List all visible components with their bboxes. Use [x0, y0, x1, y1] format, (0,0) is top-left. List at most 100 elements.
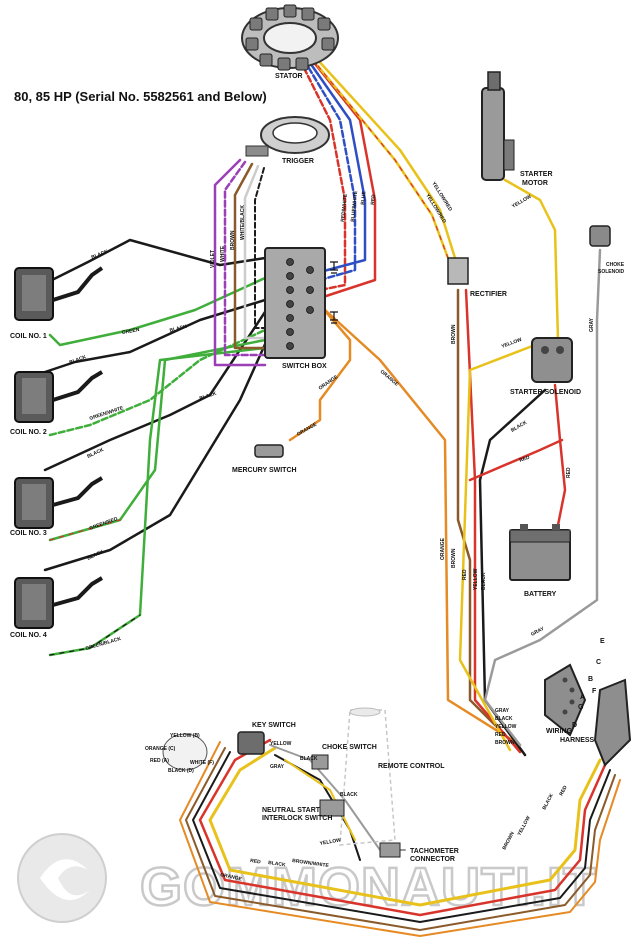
coil-lead-icon — [52, 370, 104, 402]
harness-pin-label: F — [592, 688, 597, 695]
wire-label: BLACK — [86, 549, 105, 562]
trigger-label: TRIGGER — [282, 158, 314, 165]
terminal-icon — [306, 286, 314, 294]
coil-1: COIL NO. 1 — [10, 266, 104, 340]
wire-coil3-green-red — [48, 338, 267, 542]
wire-label: BLACK — [169, 324, 188, 334]
neutral-start-label-1: NEUTRAL START — [262, 807, 321, 814]
wire-stator-yellow-red-1 — [314, 56, 457, 260]
harness-socket-icon — [593, 678, 632, 767]
wire-label: BROWN — [451, 548, 457, 568]
wire-label: GRAY — [270, 764, 285, 770]
wire-harness-red-loop — [198, 738, 607, 917]
wire-orange-main — [323, 308, 522, 747]
watermark-text: GOMMONAUTI.IT — [140, 857, 597, 917]
battery-terminal-icon — [552, 524, 560, 530]
wire-coil3-black — [43, 310, 267, 472]
pin-icon — [569, 699, 575, 705]
wire-label: BLACK — [481, 572, 487, 590]
rectifier: RECTIFIER — [447, 257, 507, 298]
wire-label: GREEN/RED — [89, 516, 119, 532]
wire-harness-yellow-loop — [208, 746, 602, 907]
wire-trigger-violet-white — [223, 160, 267, 357]
wire-label: RED/WHITE — [340, 193, 349, 222]
wire-label: BLACK — [268, 860, 287, 868]
mercury-switch-body-icon — [254, 444, 284, 458]
coil-1-label: COIL NO. 1 — [10, 333, 47, 340]
tachometer-label-1: TACHOMETER — [410, 848, 459, 855]
mercury-switch: MERCURY SWITCH — [232, 444, 297, 474]
starter-motor-gear-icon — [487, 71, 501, 91]
stator-pole-icon — [295, 57, 309, 71]
starter-motor-terminal-icon — [503, 139, 515, 171]
wire-yellow-harness — [458, 343, 537, 752]
ground-icon — [330, 311, 338, 324]
battery: BATTERY — [509, 524, 571, 598]
stator-pole-icon — [249, 17, 263, 31]
mercury-switch-label: MERCURY SWITCH — [232, 467, 297, 474]
coil-4-label: COIL NO. 4 — [10, 632, 47, 639]
key-position-label: RED (A) — [150, 758, 169, 764]
wire-label: ORANGE — [220, 872, 243, 883]
coil-face-icon — [22, 378, 46, 414]
coil-4: COIL NO. 4 — [10, 576, 104, 639]
wire-coil2-green-white — [48, 328, 267, 437]
key-switch: KEY SWITCH YELLOW (B) ORANGE (C) RED (A)… — [145, 722, 296, 774]
wire-solenoid-red — [468, 438, 564, 482]
wire-label: WHITE — [220, 245, 226, 262]
wire-trigger-violet — [213, 158, 267, 367]
wire-trigger-white — [243, 164, 267, 340]
stator-pole-icon — [283, 4, 297, 18]
battery-terminal-icon — [520, 524, 528, 530]
stator-pole-icon — [321, 37, 335, 51]
wire-label: BLACK — [69, 354, 88, 366]
wire-trigger-white-black — [254, 167, 266, 329]
wire-harness-brown-loop — [185, 747, 616, 931]
starter-motor: STARTER MOTOR — [481, 71, 553, 187]
wire-label: YELLOW — [473, 568, 479, 590]
wire-harness-orange-loop — [179, 741, 621, 937]
coil-lead-icon — [52, 266, 104, 302]
wire-label: GRAY — [495, 708, 510, 714]
rectifier-label: RECTIFIER — [470, 291, 507, 298]
wire-trigger-brown — [233, 162, 267, 350]
coil-2: COIL NO. 2 — [10, 370, 104, 436]
wire-label: YELLOW — [495, 724, 517, 730]
starter-solenoid: STARTER SOLENOID — [510, 337, 581, 396]
wire-remote-yellow — [284, 759, 356, 841]
stator-pole-icon — [265, 7, 279, 21]
terminal-icon — [286, 314, 294, 322]
terminal-icon — [286, 342, 294, 350]
pin-icon — [569, 687, 575, 693]
battery-label: BATTERY — [524, 591, 557, 598]
wire-stator-red-stripe — [317, 65, 449, 259]
terminal-icon — [286, 272, 294, 280]
terminal-icon — [286, 258, 294, 266]
key-position-diagram-icon — [162, 733, 208, 771]
wire-label: BLUE — [360, 190, 367, 205]
remote-control: REMOTE CONTROL CHOKE SWITCH NEUTRAL STAR… — [262, 707, 459, 863]
stator-pole-icon — [301, 7, 315, 21]
wire-label: VIOLET — [210, 250, 216, 268]
choke-solenoid-label-2: SOLENOID — [598, 269, 625, 275]
key-switch-body-icon — [237, 731, 265, 755]
wire-label: ORANGE — [440, 537, 446, 560]
starter-solenoid-body-icon — [531, 337, 573, 383]
harness-pin-label: G — [578, 704, 584, 711]
coil-face-icon — [22, 484, 46, 520]
wire-label: BLUE/WHITE — [350, 190, 359, 222]
wire-remote-gray — [269, 744, 406, 851]
wire-orange-mercury — [288, 303, 352, 442]
coil-3: COIL NO. 3 — [10, 476, 104, 537]
terminal-icon — [306, 266, 314, 274]
page-title: 80, 85 HP (Serial No. 5582561 and Below) — [14, 89, 267, 104]
terminal-icon — [286, 286, 294, 294]
wire-label: YELLOW — [501, 337, 523, 350]
wire-stator-blue-white — [302, 58, 357, 282]
wire-label: BLACK — [510, 420, 528, 434]
coil-face-icon — [22, 584, 46, 620]
starter-motor-label-1: STARTER — [520, 171, 553, 178]
wire-label: YELLOW — [270, 741, 292, 747]
terminal-icon — [286, 300, 294, 308]
